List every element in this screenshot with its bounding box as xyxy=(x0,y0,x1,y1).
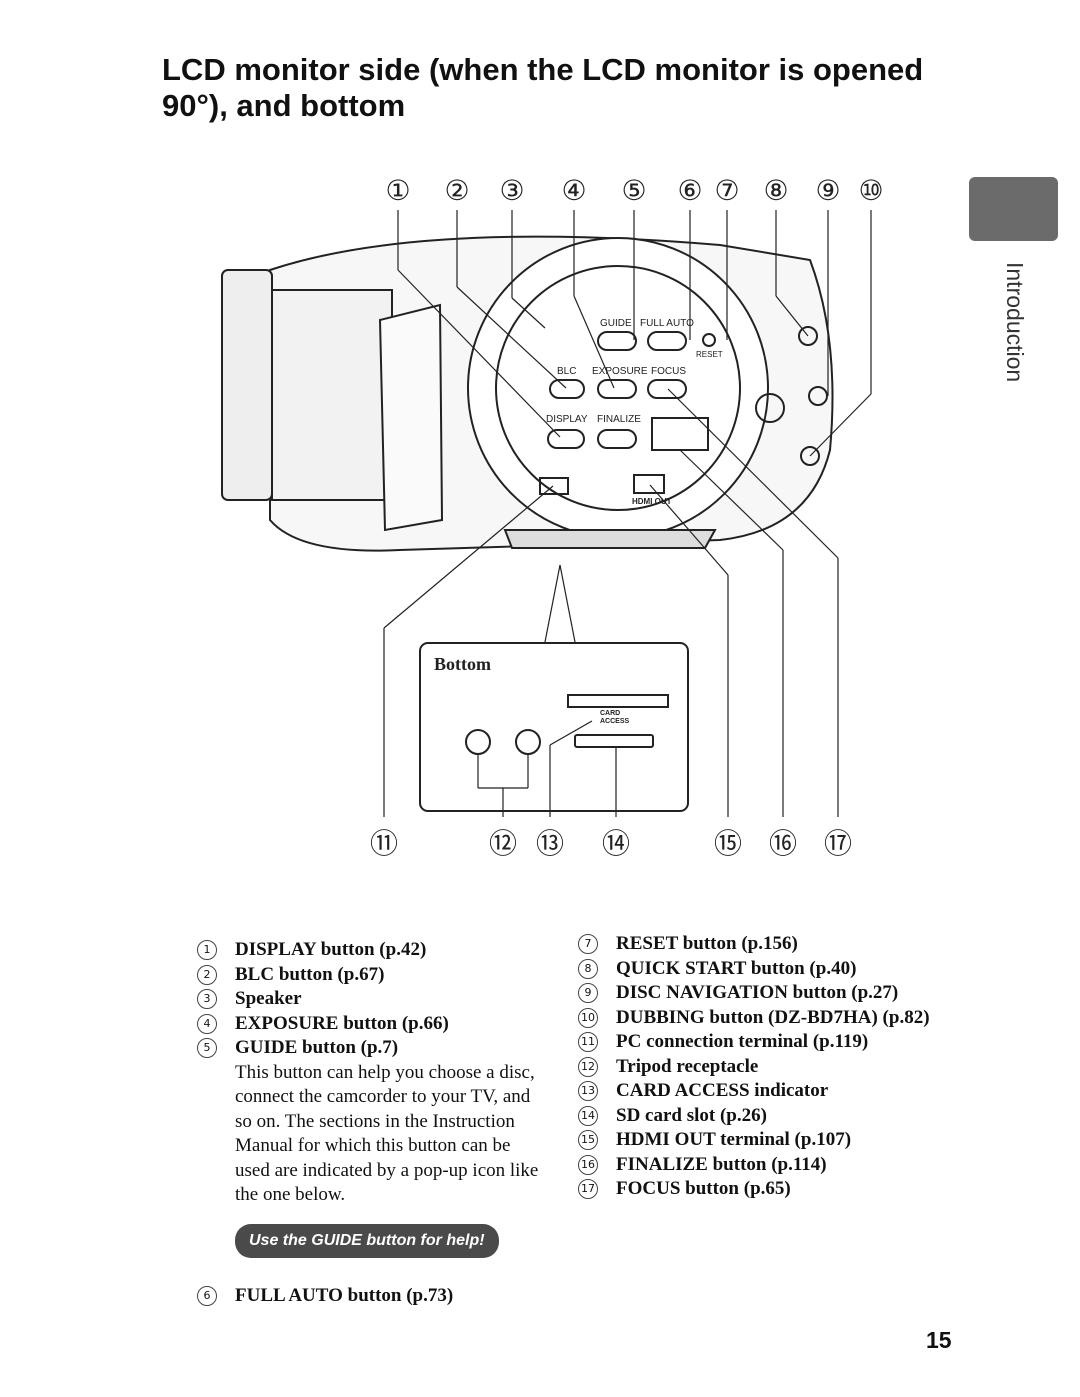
item-text: Speaker xyxy=(235,988,302,1009)
callout-13: ⑬ xyxy=(535,827,565,860)
item-number: 3 xyxy=(197,989,217,1009)
item-number: 13 xyxy=(578,1081,598,1101)
callout-3: ③ xyxy=(499,174,525,207)
item-number: 1 xyxy=(197,940,217,960)
item-text: RESET button (p.156) xyxy=(616,933,798,954)
legend-item: 13 CARD ACCESS indicator xyxy=(578,1079,938,1104)
callout-11: ⑪ xyxy=(369,827,399,860)
legend-item: 12 Tripod receptacle xyxy=(578,1055,938,1080)
item-text: EXPOSURE button (p.66) xyxy=(235,1012,449,1034)
legend-item: 1 DISPLAY button (p.42) xyxy=(197,938,542,963)
callout-10: ⑩ xyxy=(858,174,884,207)
item-number: 6 xyxy=(197,1286,217,1306)
item-text: GUIDE button (p.7) xyxy=(235,1037,399,1058)
item-number: 8 xyxy=(578,958,598,979)
callout-8: ⑧ xyxy=(763,174,789,207)
camcorder-diagram: ① ② ③ ④ ⑤ ⑥ ⑦ ⑧ ⑨ ⑩ ⑪ ⑫ ⑬ ⑭ ⑮ ⑯ ⑰ GUIDE … xyxy=(0,150,1080,910)
callout-1: ① xyxy=(385,174,411,207)
item-number: 9 xyxy=(578,983,598,1003)
legend-item: 3 Speaker xyxy=(197,987,542,1012)
item-number: 15 xyxy=(578,1130,598,1150)
item-text: QUICK START button (p.40) xyxy=(616,957,857,979)
item-text: SD card slot (p.26) xyxy=(616,1104,767,1126)
legend-item: 4 EXPOSURE button (p.66) xyxy=(197,1012,542,1037)
label-exposure: EXPOSURE xyxy=(592,366,648,377)
item-text: DUBBING button (DZ-BD7HA) (p.82) xyxy=(616,1006,930,1028)
page-number: 15 xyxy=(926,1327,952,1353)
callout-14: ⑭ xyxy=(601,827,631,860)
item-text: DISPLAY button (p.42) xyxy=(235,939,427,960)
label-hdmi-out: HDMI OUT xyxy=(632,497,672,506)
item-number: 14 xyxy=(578,1105,598,1126)
legend-item: 16 FINALIZE button (p.114) xyxy=(578,1153,938,1178)
label-full-auto: FULL AUTO xyxy=(640,318,694,329)
item-number: 4 xyxy=(197,1013,217,1034)
callout-12: ⑫ xyxy=(488,827,518,860)
item-number: 11 xyxy=(578,1032,598,1052)
item-text: FOCUS button (p.65) xyxy=(616,1178,791,1199)
legend-left: 1 DISPLAY button (p.42) 2 BLC button (p.67… xyxy=(197,938,542,1309)
callout-9: ⑨ xyxy=(815,174,841,207)
card-access-line-2: ACCESS xyxy=(600,718,630,725)
help-pill: Use the GUIDE button for help! xyxy=(235,1223,499,1258)
item-text: HDMI OUT terminal (p.107) xyxy=(616,1129,852,1150)
legend-item: 15 HDMI OUT terminal (p.107) xyxy=(578,1128,938,1153)
callout-2: ② xyxy=(444,174,470,207)
label-blc: BLC xyxy=(557,366,577,377)
callout-6: ⑥ xyxy=(677,174,703,207)
label-finalize: FINALIZE xyxy=(597,414,641,425)
callout-16: ⑯ xyxy=(768,827,798,860)
legend-item: 7 RESET button (p.156) xyxy=(578,932,938,957)
item-text: FINALIZE button (p.114) xyxy=(616,1153,827,1175)
legend-item: 5 GUIDE button (p.7) xyxy=(197,1036,542,1061)
legend-item: 11 PC connection terminal (p.119) xyxy=(578,1030,938,1055)
callout-7: ⑦ xyxy=(714,174,740,207)
item-number: 12 xyxy=(578,1056,598,1077)
item-number: 17 xyxy=(578,1179,598,1199)
label-guide: GUIDE xyxy=(600,318,632,329)
bottom-inset-label: Bottom xyxy=(434,654,491,674)
page-title: LCD monitor side (when the LCD monitor i… xyxy=(162,52,924,123)
item-number: 5 xyxy=(197,1038,217,1058)
item-number: 10 xyxy=(578,1007,598,1028)
item-text: PC connection terminal (p.119) xyxy=(616,1031,869,1052)
item-text: FULL AUTO button (p.73) xyxy=(235,1285,454,1306)
item-number: 7 xyxy=(578,934,598,954)
camcorder-illustration xyxy=(221,210,872,817)
legend-item: 9 DISC NAVIGATION button (p.27) xyxy=(578,981,938,1006)
callout-17: ⑰ xyxy=(823,827,853,860)
item-number: 2 xyxy=(197,964,217,985)
legend-item: 6 FULL AUTO button (p.73) xyxy=(197,1284,542,1309)
legend-item: 10 DUBBING button (DZ-BD7HA) (p.82) xyxy=(578,1006,938,1031)
label-reset: RESET xyxy=(696,350,723,359)
item-text: DISC NAVIGATION button (p.27) xyxy=(616,982,899,1003)
item-text: CARD ACCESS indicator xyxy=(616,1080,829,1101)
label-focus: FOCUS xyxy=(651,366,686,377)
legend-item: 17 FOCUS button (p.65) xyxy=(578,1177,938,1202)
label-display: DISPLAY xyxy=(546,414,588,425)
item-text: BLC button (p.67) xyxy=(235,963,385,985)
callout-5: ⑤ xyxy=(621,174,647,207)
legend-item: 8 QUICK START button (p.40) xyxy=(578,957,938,982)
legend-right: 7 RESET button (p.156) 8 QUICK START butto… xyxy=(578,932,938,1202)
callout-15: ⑮ xyxy=(713,827,743,860)
callout-4: ④ xyxy=(561,174,587,207)
card-access-line-1: CARD xyxy=(600,710,621,717)
guide-description: This button can help you choose a disc, … xyxy=(235,1061,539,1206)
item-number: 16 xyxy=(578,1154,598,1175)
legend-item: 2 BLC button (p.67) xyxy=(197,963,542,988)
section-tab xyxy=(969,177,1058,241)
item-text: Tripod receptacle xyxy=(616,1055,759,1077)
legend-item: 14 SD card slot (p.26) xyxy=(578,1104,938,1129)
